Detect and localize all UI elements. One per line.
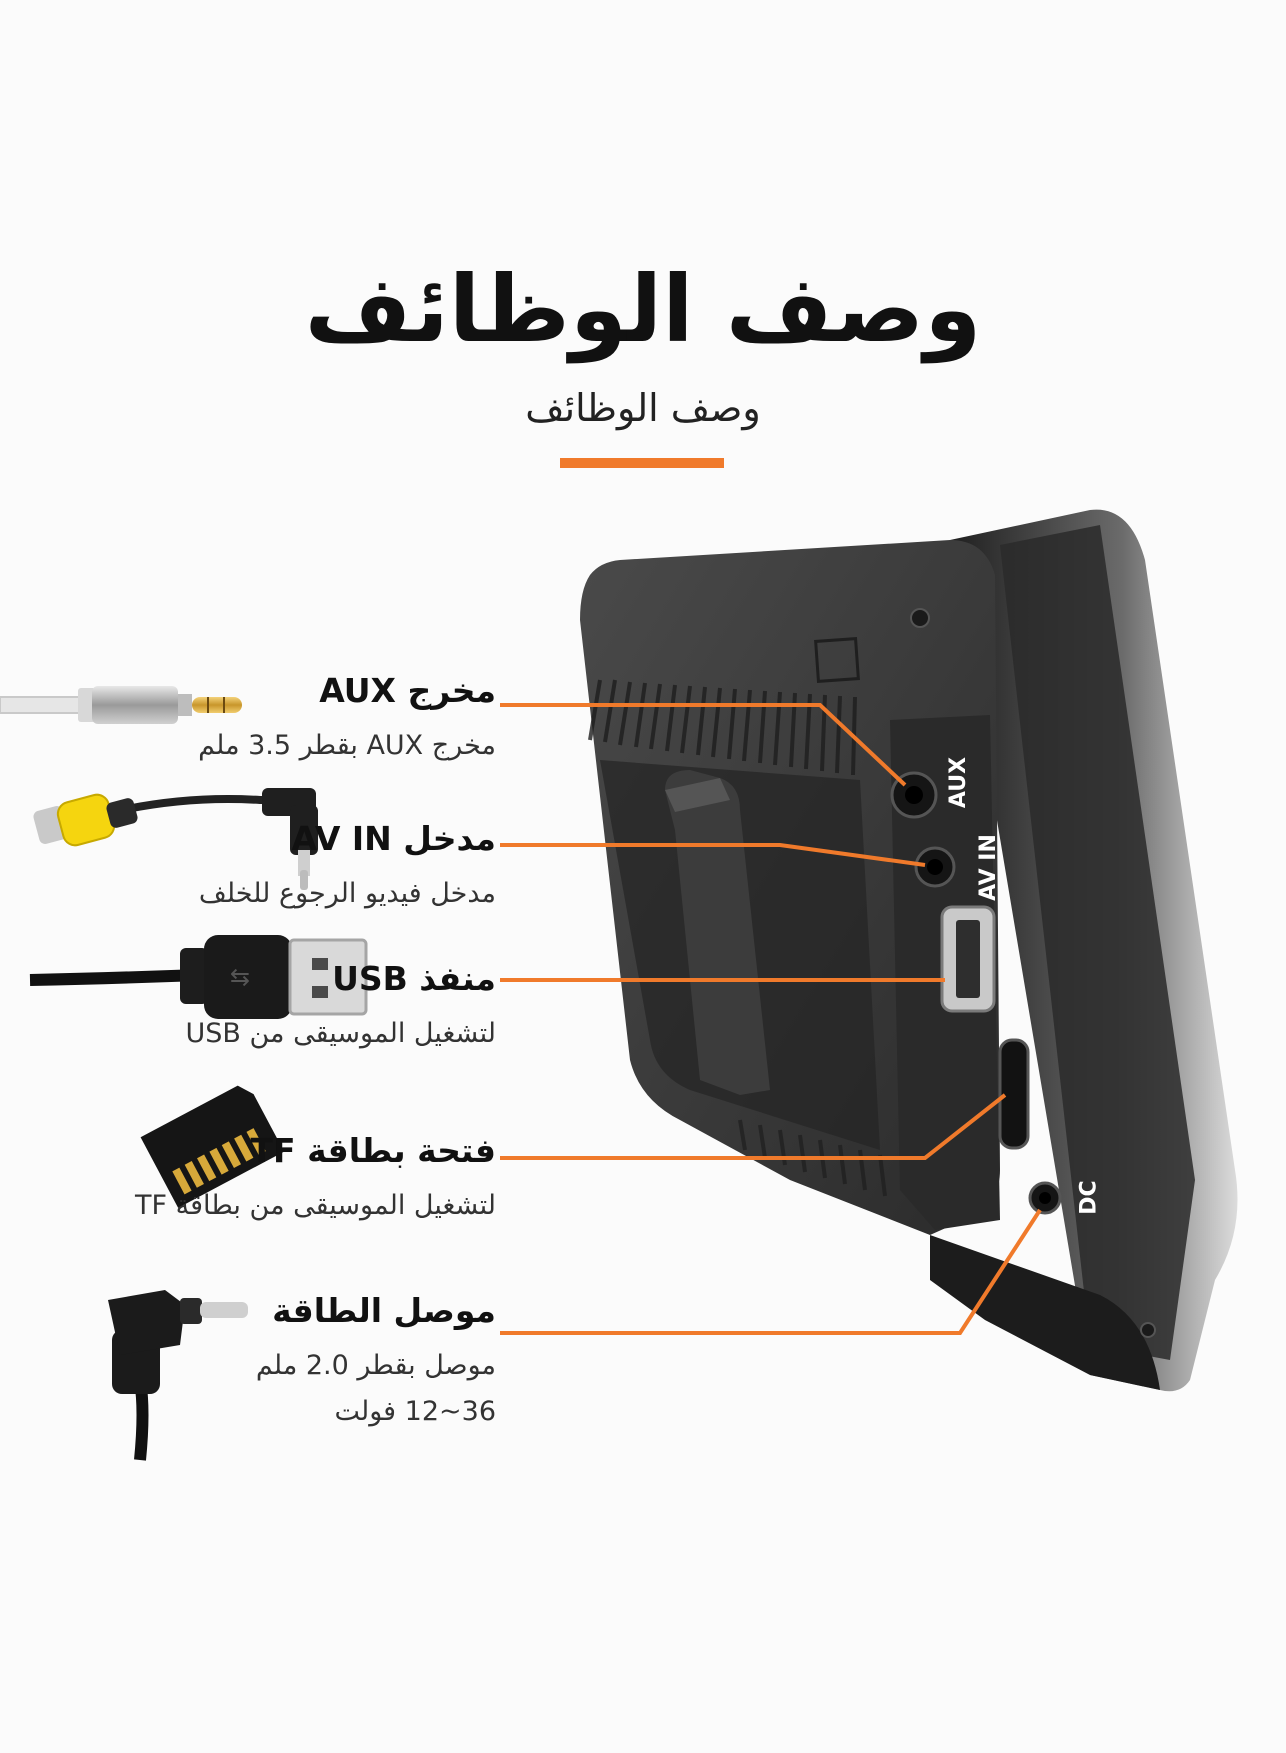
tf-card-slot xyxy=(998,1038,1030,1150)
usb-cable-icon: ⇆ xyxy=(29,935,368,1019)
av-in-port-label: AV IN xyxy=(975,834,1001,901)
feature-tf-desc: لتشغيل الموسيقى من بطاقة TF xyxy=(135,1190,496,1221)
feature-usb: منفذ USB لتشغيل الموسيقى من USB xyxy=(185,958,496,1054)
av-in-port xyxy=(914,846,956,888)
feature-aux-name: مخرج AUX xyxy=(319,671,496,710)
feature-av-in-name: مدخل AV IN xyxy=(291,819,496,858)
svg-text:⇆: ⇆ xyxy=(230,963,250,991)
feature-aux-desc: مخرج AUX بقطر 3.5 ملم xyxy=(198,730,496,761)
feature-dc-desc-voltage: 36~12 فولت xyxy=(334,1396,496,1427)
feature-usb-name: منفذ USB xyxy=(332,959,496,998)
feature-av-in-desc: مدخل فيديو الرجوع للخلف xyxy=(198,878,496,909)
dc-port-label: DC xyxy=(1076,1180,1102,1215)
feature-usb-desc: لتشغيل الموسيقى من USB xyxy=(185,1018,496,1049)
device-screen-rim xyxy=(950,509,1238,1392)
aux-audio-cable-icon xyxy=(0,686,242,724)
feature-tf-name: فتحة بطاقة TF xyxy=(250,1131,496,1170)
av-in-leader-line xyxy=(500,843,926,867)
usb-port xyxy=(940,905,996,1013)
feature-dc-name: موصل الطاقة xyxy=(272,1291,496,1330)
rca-video-cable-icon xyxy=(33,788,318,890)
title-accent-bar xyxy=(560,458,724,468)
dc-leader-line xyxy=(500,1208,1042,1335)
tf-card-icon xyxy=(140,1085,285,1208)
device-ports xyxy=(890,771,1062,1215)
feature-tf: فتحة بطاقة TF لتشغيل الموسيقى من بطاقة T… xyxy=(135,1130,496,1226)
aux-leader-line xyxy=(500,703,907,787)
feature-dc-desc: موصل بقطر 2.0 ملم xyxy=(255,1350,496,1381)
feature-aux: مخرج AUX مخرج AUX بقطر 3.5 ملم xyxy=(198,670,496,766)
tf-leader-line xyxy=(500,1093,1007,1160)
feature-av-in: مدخل AV IN مدخل فيديو الرجوع للخلف xyxy=(199,818,496,914)
dc-port xyxy=(1028,1181,1062,1215)
page-subtitle: وصف الوظائف xyxy=(525,386,761,430)
page-title: وصف الوظائف xyxy=(304,256,982,363)
feature-dc: موصل الطاقة موصل بقطر 2.0 ملم 36~12 فولت xyxy=(256,1290,496,1432)
aux-port-label: AUX xyxy=(946,756,972,809)
leader-lines xyxy=(500,703,1042,1335)
dc-power-cable-icon xyxy=(108,1290,248,1461)
